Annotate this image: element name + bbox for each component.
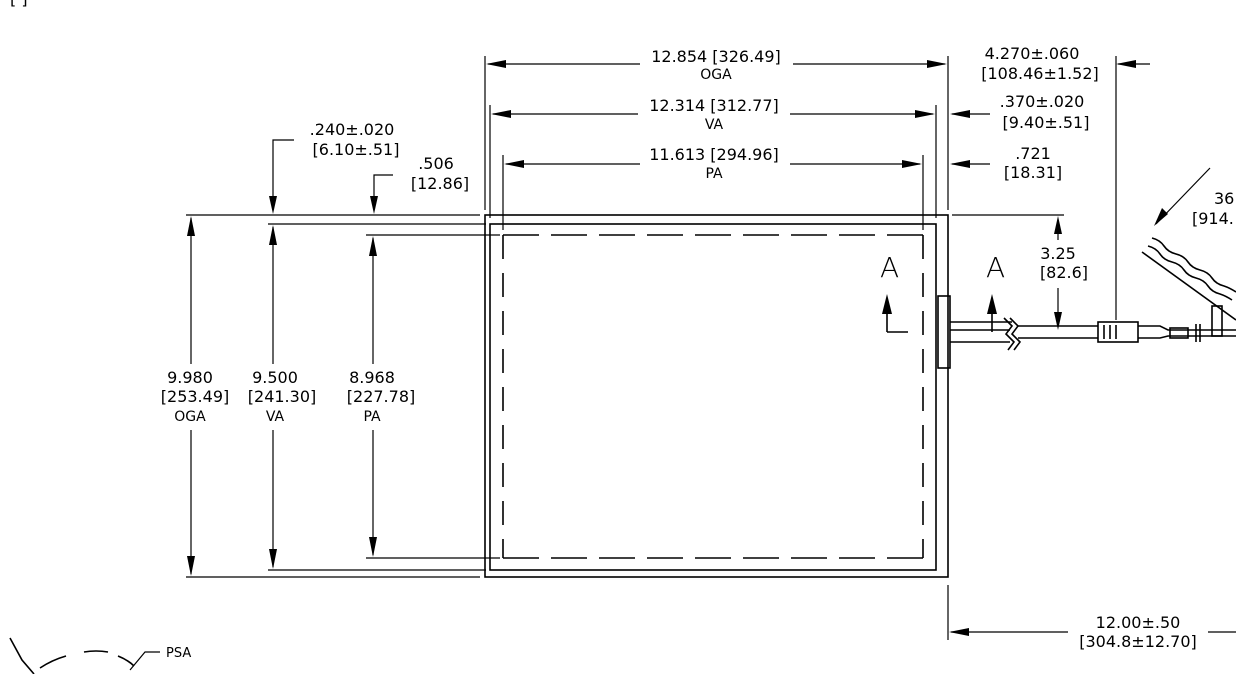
pa-right-offset-value1: .721	[1015, 144, 1051, 163]
va-width-value: 12.314 [312.77]	[649, 96, 779, 115]
va-height-value1: 9.500	[252, 368, 298, 387]
psa-callout: PSA	[9, 637, 191, 674]
cable-bend-value2: [914.	[1192, 209, 1234, 228]
left-vertical-dimensions: 9.980 [253.49] OGA 9.500 [241.30] VA 8.9…	[161, 216, 500, 578]
va-top-offset-value2: [6.10±.51]	[313, 140, 400, 159]
panel-outline	[484, 214, 949, 578]
cable-length-value1: 12.00±.50	[1096, 613, 1181, 632]
header-partial-text: [ ]	[10, 0, 28, 8]
oga-width-label: OGA	[700, 67, 732, 83]
tail-length-value1: 4.270±.060	[985, 44, 1080, 63]
connector-offset-value2: [82.6]	[1040, 263, 1088, 282]
oga-height-label: OGA	[174, 409, 206, 425]
pa-width-value: 11.613 [294.96]	[649, 145, 779, 164]
cable-length-dimension: 12.00±.50 [304.8±12.70]	[947, 585, 1236, 651]
va-height-value2: [241.30]	[248, 387, 316, 406]
pa-width-label: PA	[705, 166, 723, 182]
right-offset-dimensions: 4.270±.060 [108.46±1.52] .370±.020 [9.40…	[950, 44, 1150, 320]
pa-height-value1: 8.968	[349, 368, 395, 387]
pa-top-offset-value2: [12.86]	[411, 174, 469, 193]
psa-label: PSA	[166, 646, 191, 661]
pa-right-offset-value2: [18.31]	[1004, 163, 1062, 182]
va-outline	[489, 223, 937, 571]
oga-height-value2: [253.49]	[161, 387, 229, 406]
oga-outline	[484, 214, 949, 578]
tail-length-value2: [108.46±1.52]	[981, 64, 1099, 83]
pa-top-offset-value1: .506	[418, 154, 454, 173]
top-dimensions: 12.854 [326.49] OGA 12.314 [312.77] VA 1…	[484, 47, 949, 230]
tail-tab	[937, 295, 951, 369]
va-right-offset-value1: .370±.020	[1000, 92, 1085, 111]
va-height-label: VA	[266, 409, 285, 425]
va-right-offset-value2: [9.40±.51]	[1003, 113, 1090, 132]
va-width-label: VA	[705, 117, 724, 133]
section-label-left: A	[880, 251, 899, 284]
top-offset-dimensions: .240±.020 [6.10±.51] .506 [12.86]	[186, 120, 1064, 236]
oga-width-value: 12.854 [326.49]	[651, 47, 781, 66]
va-top-offset-value1: .240±.020	[310, 120, 395, 139]
section-markers: A A	[880, 251, 1005, 333]
connector-offset-dimension: 3.25 [82.6]	[1040, 216, 1088, 330]
cable-length-value2: [304.8±12.70]	[1079, 632, 1197, 651]
cable-bend-value1: 36	[1214, 189, 1234, 208]
oga-height-value1: 9.980	[167, 368, 213, 387]
section-label-right: A	[986, 251, 1005, 284]
flex-tail-cable	[937, 167, 1236, 369]
pa-height-value2: [227.78]	[347, 387, 415, 406]
connector-offset-value1: 3.25	[1040, 244, 1076, 263]
pa-height-label: PA	[363, 409, 381, 425]
connector-body	[1097, 321, 1139, 343]
